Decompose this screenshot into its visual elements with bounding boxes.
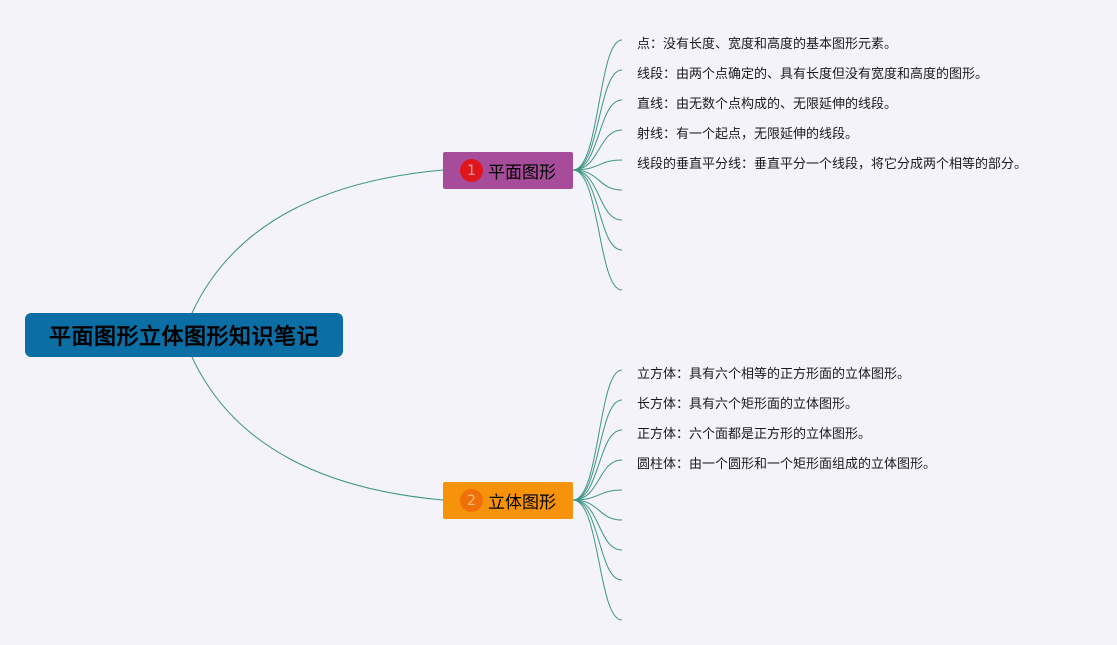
connector-branch-1-slot-7 xyxy=(572,169,623,221)
connector-branch-2-slot-1 xyxy=(572,369,623,501)
branch-topic-plane-figures[interactable]: 1 平面图形 xyxy=(443,152,573,189)
connector-branch-1-slot-8 xyxy=(572,169,623,251)
connector-branch-1-slot-5 xyxy=(572,159,623,171)
number-badge-icon: 2 xyxy=(460,489,483,512)
leaf-topic-perpendicular-bisector[interactable]: 线段的垂直平分线：垂直平分一个线段，将它分成两个相等的部分。 xyxy=(637,150,1027,174)
connector-branch-2-slot-8 xyxy=(572,499,623,581)
connector-branch-1-slot-6 xyxy=(572,169,623,191)
leaf-topic-cuboid[interactable]: 长方体：具有六个矩形面的立体图形。 xyxy=(637,390,858,414)
connector-branch-2-slot-7 xyxy=(572,499,623,551)
connector-root-to-branch-1 xyxy=(191,169,444,314)
connector-branch-2-slot-5 xyxy=(572,489,623,501)
root-topic[interactable]: 平面图形立体图形知识笔记 xyxy=(25,313,343,357)
leaf-topic-text: 线段：由两个点确定的、具有长度但没有宽度和高度的图形。 xyxy=(637,66,989,82)
leaf-topic-point[interactable]: 点：没有长度、宽度和高度的基本图形元素。 xyxy=(637,30,897,54)
root-topic-label: 平面图形立体图形知识笔记 xyxy=(48,325,319,350)
leaf-topic-segment[interactable]: 线段：由两个点确定的、具有长度但没有宽度和高度的图形。 xyxy=(637,60,988,84)
connector-branch-2-slot-9 xyxy=(572,499,623,621)
leaf-topic-line[interactable]: 直线：由无数个点构成的、无限延伸的线段。 xyxy=(637,90,897,114)
leaf-topic-text: 点：没有长度、宽度和高度的基本图形元素。 xyxy=(637,36,898,52)
branch-topic-label: 立体图形 xyxy=(488,493,556,513)
leaf-topic-cylinder[interactable]: 圆柱体：由一个圆形和一个矩形面组成的立体图形。 xyxy=(637,450,936,474)
leaf-topic-cube[interactable]: 立方体：具有六个相等的正方形面的立体图形。 xyxy=(637,360,910,384)
branch-topic-solid-figures[interactable]: 2 立体图形 xyxy=(443,482,573,519)
leaf-topic-text: 线段的垂直平分线：垂直平分一个线段，将它分成两个相等的部分。 xyxy=(637,156,1028,172)
connector-branch-2-slot-6 xyxy=(572,499,623,521)
branch-topic-label: 平面图形 xyxy=(488,163,556,183)
leaf-topic-text: 立方体：具有六个相等的正方形面的立体图形。 xyxy=(637,366,911,382)
leaf-topic-text: 正方体：六个面都是正方形的立体图形。 xyxy=(637,426,872,442)
leaf-topic-regular-cube[interactable]: 正方体：六个面都是正方形的立体图形。 xyxy=(637,420,871,444)
leaf-topic-text: 长方体：具有六个矩形面的立体图形。 xyxy=(637,396,859,412)
connector-root-to-branch-2 xyxy=(191,356,444,501)
leaf-topic-text: 射线：有一个起点，无限延伸的线段。 xyxy=(637,126,859,142)
leaf-topic-ray[interactable]: 射线：有一个起点，无限延伸的线段。 xyxy=(637,120,858,144)
number-badge-icon: 1 xyxy=(460,159,483,182)
leaf-topic-text: 直线：由无数个点构成的、无限延伸的线段。 xyxy=(637,96,898,112)
leaf-topic-text: 圆柱体：由一个圆形和一个矩形面组成的立体图形。 xyxy=(637,456,937,472)
connector-branch-1-slot-2 xyxy=(572,69,623,171)
connector-branch-1-slot-9 xyxy=(572,169,623,291)
connector-branch-2-slot-4 xyxy=(572,459,623,501)
connector-branch-2-slot-3 xyxy=(572,429,623,501)
connector-branch-2-slot-2 xyxy=(572,399,623,501)
connector-branch-1-slot-1 xyxy=(572,39,623,171)
connector-branch-1-slot-4 xyxy=(572,129,623,171)
connector-branch-1-slot-3 xyxy=(572,99,623,171)
